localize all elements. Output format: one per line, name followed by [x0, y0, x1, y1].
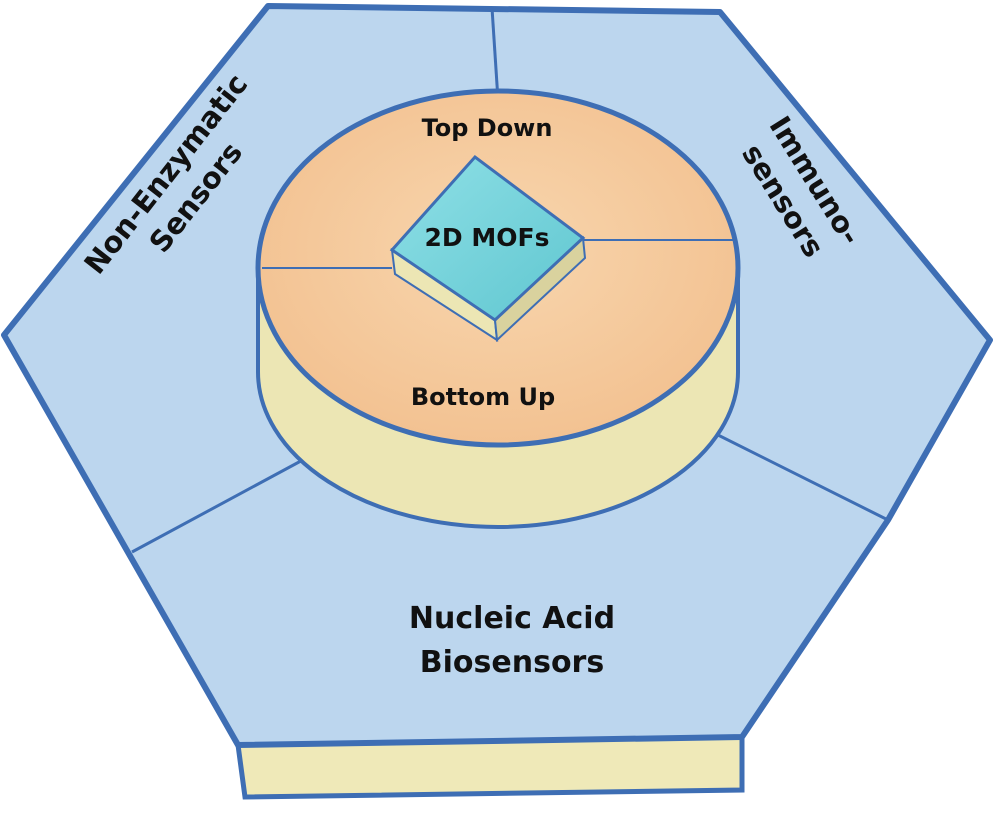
mof-label: 2D MOFs — [425, 223, 550, 252]
divider-bottom-right — [707, 428, 889, 522]
mof-block-top — [389, 154, 586, 322]
divider-top — [490, 7, 500, 101]
top-down-label: Top Down — [422, 114, 553, 142]
sector-bottom-line1: Nucleic Acid — [409, 601, 615, 636]
sector-bottom-line2: Biosensors — [420, 645, 604, 680]
bottom-up-label: Bottom Up — [411, 383, 555, 411]
divider-bottom-left — [131, 453, 313, 554]
